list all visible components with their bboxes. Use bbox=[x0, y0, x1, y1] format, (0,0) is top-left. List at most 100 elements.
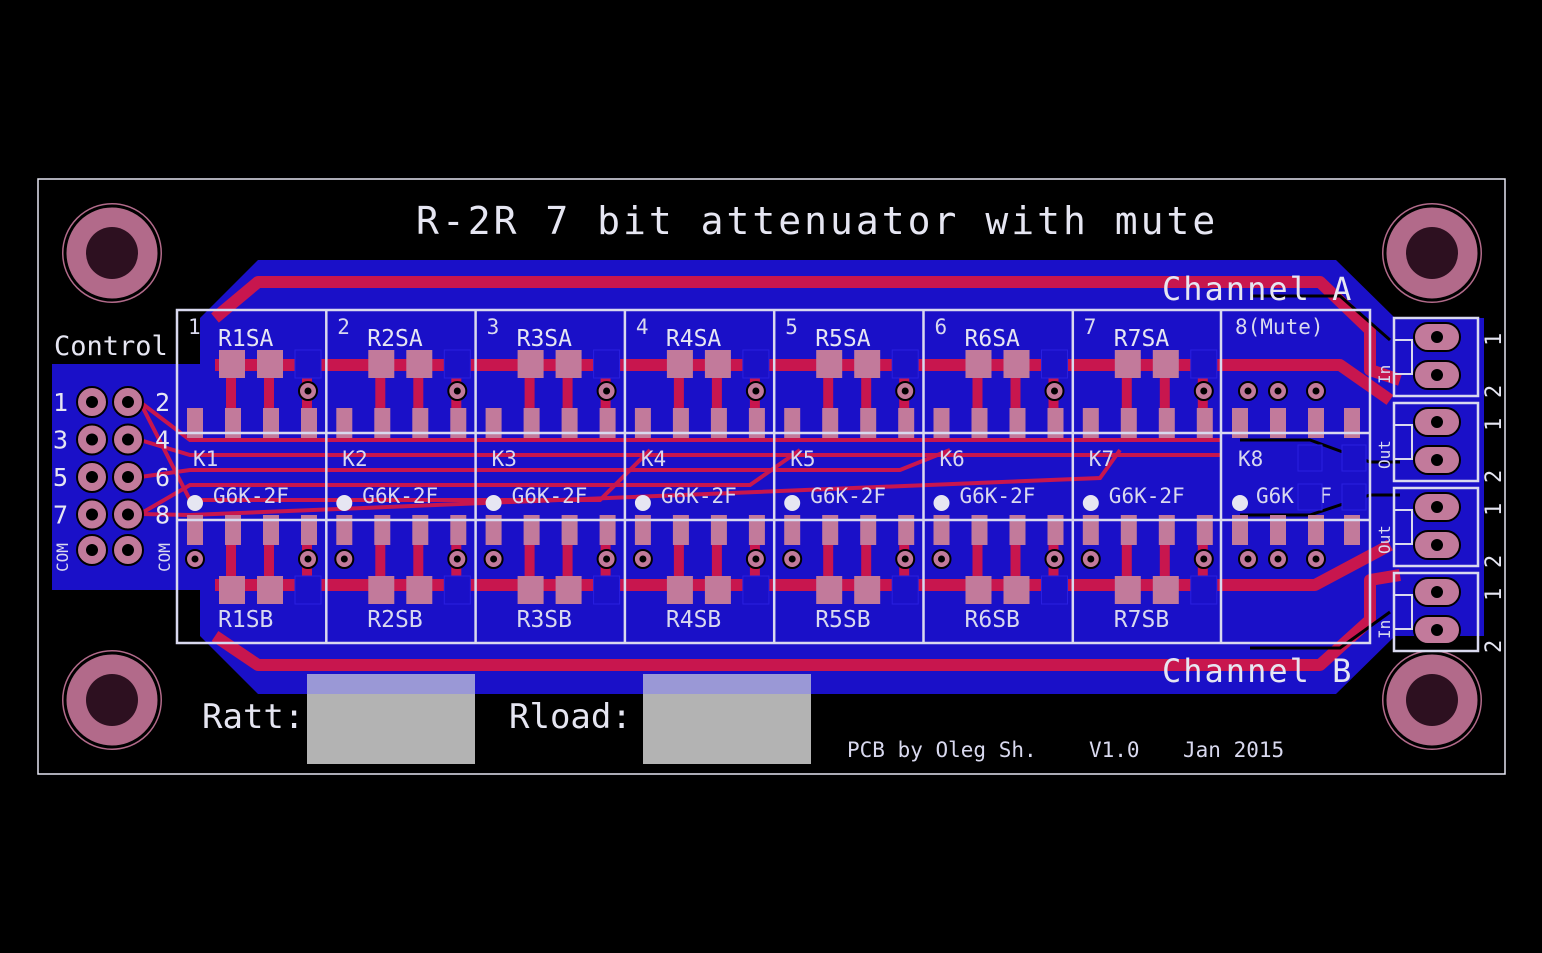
via bbox=[938, 555, 945, 563]
header-pin-hole bbox=[86, 508, 98, 521]
relay-pad bbox=[860, 515, 877, 545]
relay-pad bbox=[1196, 515, 1213, 545]
ratt-label: Ratt: bbox=[202, 697, 304, 737]
pin1-dot bbox=[784, 495, 801, 511]
relay-pad bbox=[933, 408, 950, 438]
via bbox=[453, 555, 461, 563]
relay-ref: K4 bbox=[641, 447, 666, 471]
via bbox=[1312, 555, 1320, 563]
connector-label: In bbox=[1375, 365, 1394, 384]
relay-pad bbox=[1196, 408, 1213, 438]
relay-pad bbox=[971, 408, 988, 438]
via bbox=[1312, 387, 1320, 395]
header-pin-hole bbox=[122, 433, 134, 446]
relay-pad bbox=[1082, 515, 1099, 545]
via bbox=[752, 555, 760, 563]
relay-pad bbox=[412, 408, 429, 438]
relay-pad bbox=[450, 408, 467, 438]
smd-pad bbox=[965, 350, 992, 378]
smd-pad bbox=[406, 576, 433, 604]
smd-pad bbox=[891, 575, 919, 605]
smd-pad bbox=[891, 349, 919, 379]
relay-ref: K6 bbox=[940, 447, 965, 471]
smd-pad bbox=[1003, 350, 1030, 378]
relay-pad bbox=[1308, 408, 1324, 438]
header-pin-label: 8 bbox=[155, 501, 170, 530]
resistor-a-ref: R1SA bbox=[218, 326, 274, 352]
smd-pad bbox=[593, 349, 621, 379]
via bbox=[603, 387, 611, 395]
relay-pad bbox=[225, 408, 241, 438]
via bbox=[340, 555, 348, 563]
relay-pad bbox=[672, 408, 689, 438]
smd-pad bbox=[1003, 576, 1030, 604]
via bbox=[304, 387, 312, 395]
relay-pad bbox=[898, 408, 915, 438]
relay-part: G6K-2F bbox=[213, 484, 289, 508]
header-pin-label: 6 bbox=[155, 463, 170, 492]
stage-number: 6 bbox=[935, 315, 948, 339]
relay-pad bbox=[860, 408, 877, 438]
resistor-b-ref: R3SB bbox=[517, 607, 572, 633]
pin1-dot bbox=[336, 495, 353, 511]
relay-pad bbox=[412, 515, 429, 545]
smd-pad bbox=[666, 576, 693, 604]
via bbox=[901, 555, 909, 563]
via bbox=[603, 555, 611, 563]
via bbox=[901, 387, 909, 395]
signal-trace bbox=[1250, 294, 1391, 342]
mute-stage: 8(Mute) K8 G6K-2F bbox=[1235, 315, 1367, 511]
relay-pad bbox=[187, 515, 203, 545]
pin1-dot bbox=[1232, 495, 1248, 511]
relay-pad bbox=[225, 515, 241, 545]
smd-pad bbox=[1152, 350, 1179, 378]
smd-pad bbox=[219, 576, 245, 604]
control-bus-traces bbox=[138, 400, 1220, 518]
stage-number: 5 bbox=[785, 315, 798, 339]
connector-pad-hole bbox=[1431, 539, 1443, 551]
smd-pad bbox=[257, 350, 283, 378]
via bbox=[490, 555, 498, 563]
connector-pin-label: 2 bbox=[1482, 640, 1507, 653]
header-pin-hole bbox=[86, 544, 98, 556]
smd-pad bbox=[593, 575, 621, 605]
relay-part: G6K-2F bbox=[512, 484, 588, 508]
relay-ref: K5 bbox=[790, 447, 815, 471]
smd-pad bbox=[406, 350, 433, 378]
relay-pad bbox=[599, 515, 616, 545]
via bbox=[1244, 387, 1252, 395]
via bbox=[191, 555, 199, 563]
channel-b-bus bbox=[215, 539, 1393, 591]
stage-dividers bbox=[325, 310, 1223, 643]
smd-pad bbox=[555, 576, 582, 604]
relay-pad bbox=[1270, 515, 1286, 545]
relay-pad bbox=[1270, 408, 1286, 438]
resistor-a-ref: R2SA bbox=[367, 326, 423, 352]
connector-key bbox=[1393, 509, 1413, 545]
resistor-a-ref: R3SA bbox=[517, 326, 573, 352]
channel-b-label: Channel B bbox=[1162, 652, 1353, 690]
via bbox=[1274, 387, 1282, 395]
smd-pad bbox=[1041, 575, 1068, 605]
relay-pad bbox=[1082, 408, 1099, 438]
smd-pad bbox=[443, 349, 471, 379]
com-label-right: COM bbox=[155, 543, 174, 572]
smd-pad bbox=[854, 350, 881, 378]
relay-pad bbox=[1232, 515, 1248, 545]
relay-pad bbox=[933, 515, 950, 545]
via bbox=[788, 555, 796, 563]
relay-pad bbox=[374, 515, 391, 545]
smd-pad bbox=[816, 350, 843, 378]
relay-pad bbox=[784, 515, 801, 545]
header-pin-label: 3 bbox=[53, 426, 68, 455]
relay-part: G6K-2F bbox=[1109, 484, 1185, 508]
header-pin-hole bbox=[86, 471, 98, 483]
